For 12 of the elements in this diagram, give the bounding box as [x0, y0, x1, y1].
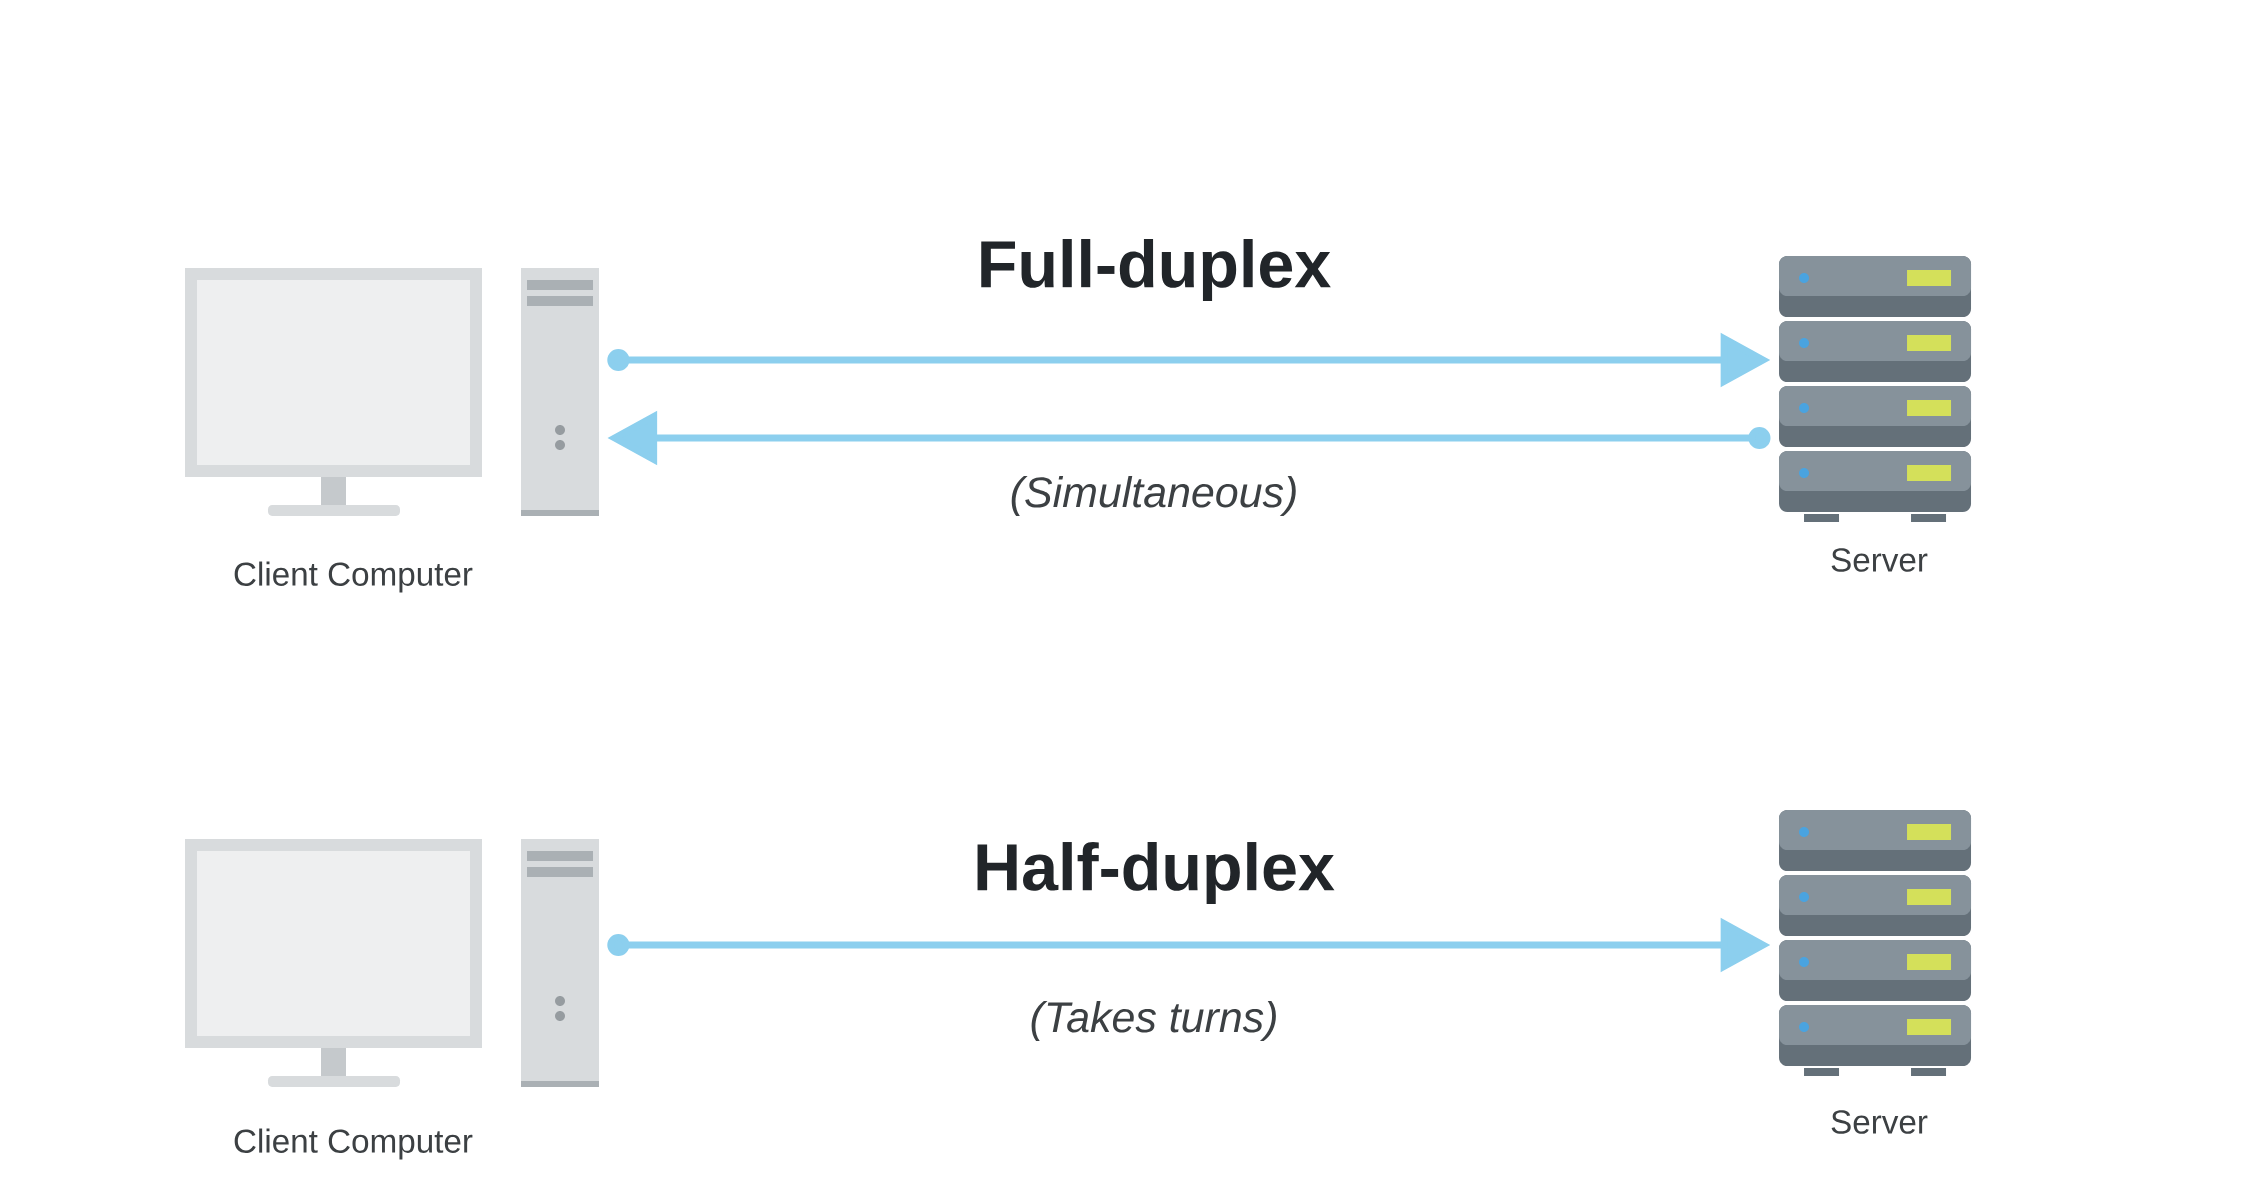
node-label: Server: [1831, 548, 1928, 572]
node-label: Client Computer: [234, 561, 473, 593]
computer-drawing: [185, 268, 599, 516]
note: (Takes turns): [1031, 1001, 1276, 1041]
server-drawing: [1779, 256, 1972, 522]
computer-drawing: [185, 839, 599, 1087]
heading: Half-duplex: [977, 842, 1335, 904]
heading: Full-duplex: [981, 239, 1331, 301]
server-drawing: [1779, 810, 1972, 1076]
note: (Simultaneous): [1011, 476, 1296, 516]
node-label: Server: [1831, 1110, 1928, 1134]
node-label: Client Computer: [234, 1128, 473, 1160]
